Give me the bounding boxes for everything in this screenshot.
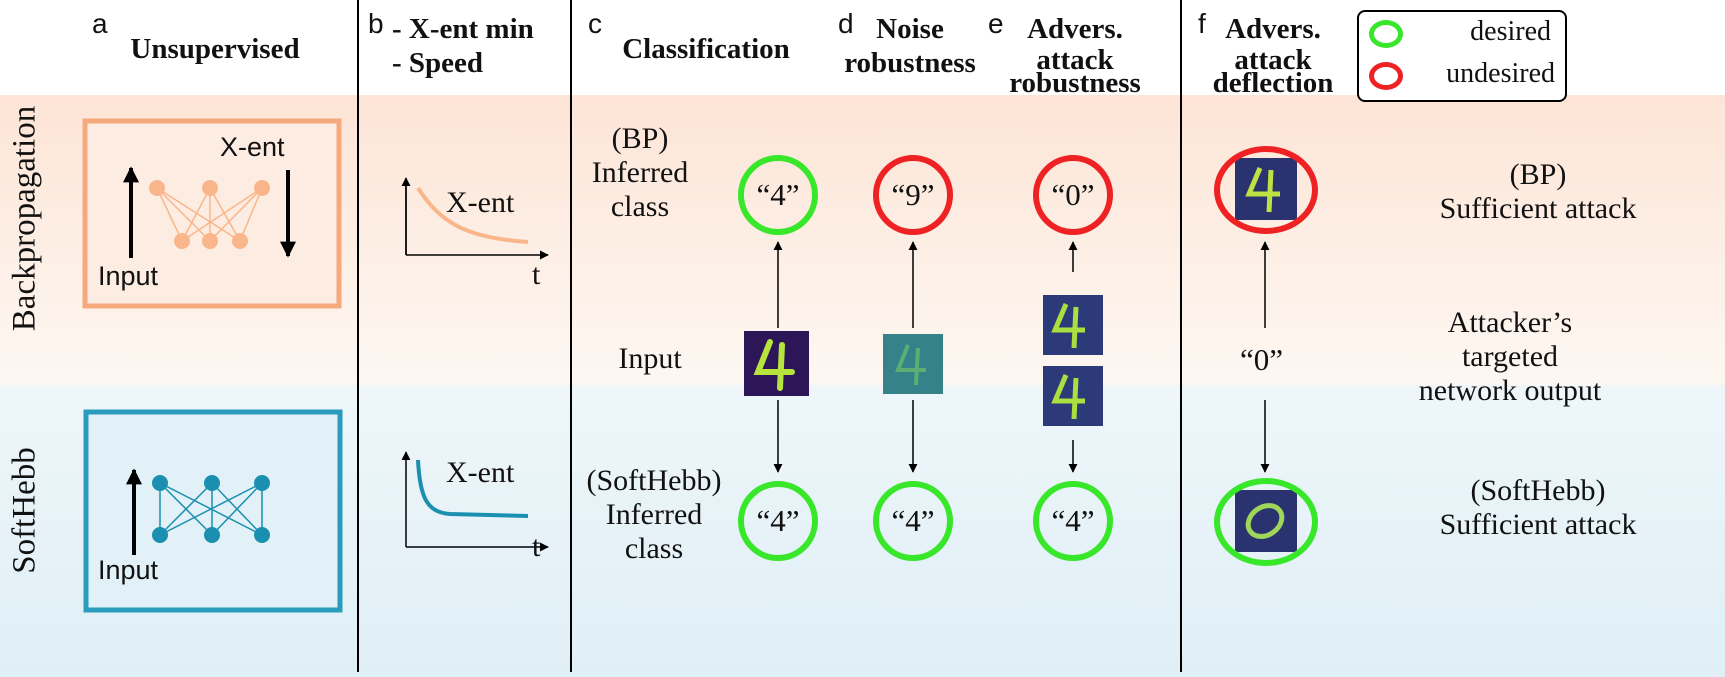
c-sh-output-desired: “4” (738, 481, 818, 561)
sh-curve-t-label: t (532, 530, 541, 563)
panel-d-line2: robustness (844, 47, 976, 79)
panel-d-line1: Noise (876, 13, 944, 45)
panel-letter-a: a (92, 8, 108, 39)
panel-f-line3: deflection (1212, 67, 1334, 99)
sh-xent-curve (416, 459, 529, 518)
panel-letter-f: f (1198, 8, 1206, 39)
c-bp-output-desired: “4” (738, 155, 818, 235)
input-digit-image (744, 331, 809, 396)
panel-letter-b: b (368, 8, 384, 39)
panel-e-line3: robustness (1009, 67, 1141, 99)
input-row-label: Input (618, 342, 682, 375)
sh-inferred-label: (SoftHebb) Inferred class (586, 464, 722, 565)
sh-input-label: Input (98, 555, 159, 585)
sh-network-edges (159, 482, 263, 536)
d-sh-output-desired: “4” (873, 481, 953, 561)
panel-b-line1: - X-ent min (392, 13, 534, 45)
panel-f-line2: attack (1234, 44, 1312, 76)
f-bp-attack-undesired (1214, 146, 1318, 234)
separator-a-b (357, 0, 359, 672)
flow-arrows (773, 241, 1270, 473)
bp-network-box (82, 118, 342, 309)
f-sh-attack-desired (1214, 478, 1318, 566)
e-sh-output-desired: “4” (1033, 481, 1113, 561)
legend-box: desired undesired (1357, 10, 1567, 102)
bp-curve-t-label: t (532, 258, 541, 291)
legend-undesired-swatch (1369, 62, 1403, 90)
separator-e-f (1180, 0, 1182, 672)
sh-curve-xent-label: X-ent (446, 456, 515, 489)
panel-b-line2: - Speed (392, 47, 484, 79)
bp-xent-label: X-ent (220, 132, 285, 162)
d-bp-output-undesired: “9” (873, 155, 953, 235)
panel-a-title: Unsupervised (130, 33, 300, 65)
attacker-target-label: Attacker’s targeted network output (1418, 306, 1602, 407)
legend-undesired-label: undesired (1446, 58, 1555, 89)
bp-curve-xent-label: X-ent (446, 186, 515, 219)
sh-network-nodes (152, 475, 270, 543)
sh-network-box (83, 409, 343, 613)
adversarial-digit-image-bottom (1043, 366, 1103, 426)
e-bp-output-undesired: “0” (1033, 155, 1113, 235)
legend-desired-label: desired (1470, 16, 1551, 47)
bp-input-label: Input (98, 261, 159, 291)
attacker-target-value: “0” (1240, 342, 1284, 377)
panel-c-title: Classification (622, 33, 790, 65)
bp-xent-curve (416, 186, 529, 244)
panel-letter-c: c (588, 8, 602, 39)
noisy-digit-image (883, 334, 943, 394)
legend-desired-swatch (1369, 20, 1403, 48)
bp-network-edges (156, 187, 263, 242)
panel-e-line2: attack (1036, 44, 1114, 76)
panel-e-line1: Advers. (1027, 13, 1123, 45)
panel-letter-d: d (838, 8, 854, 39)
panel-f-line1: Advers. (1225, 13, 1321, 45)
panel-letter-e: e (988, 8, 1004, 39)
adversarial-digit-image-top (1043, 295, 1103, 355)
bp-network-nodes (149, 180, 270, 249)
separator-b-c (570, 0, 572, 672)
bp-inferred-label: (BP) Inferred class (591, 122, 689, 223)
sh-sufficient-attack-label: (SoftHebb) Sufficient attack (1439, 474, 1637, 541)
bp-sufficient-attack-label: (BP) Sufficient attack (1439, 158, 1637, 225)
